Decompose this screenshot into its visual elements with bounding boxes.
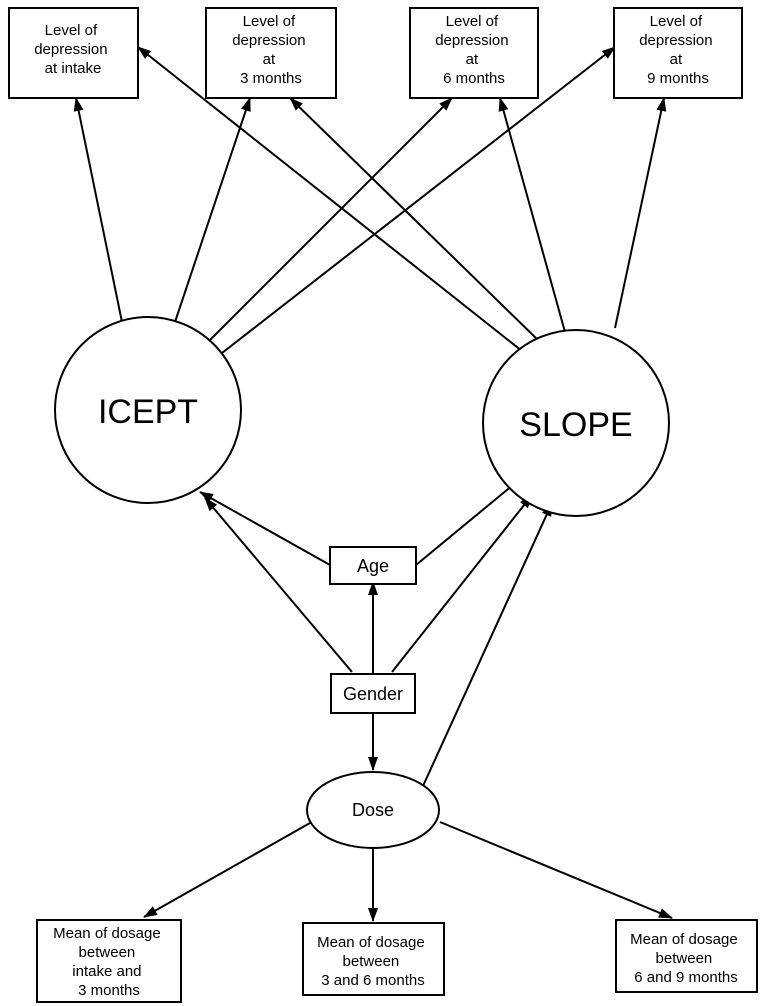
node-age-label: Age bbox=[357, 556, 389, 576]
node-level-6m: Level of depression at 6 months bbox=[409, 7, 539, 99]
node-icept-label: ICEPT bbox=[98, 393, 198, 431]
svg-text:Mean of dosage between: Mean of dosage between intake and 3 mont… bbox=[53, 925, 165, 999]
node-dosage-0-3-line-1: Mean of dosage bbox=[53, 925, 161, 942]
svg-text:Mean of dosage between: Mean of dosage between 3 and 6 months bbox=[317, 934, 429, 989]
node-dosage-3-6-line-1: Mean of dosage bbox=[317, 934, 425, 951]
edge-gender-slope bbox=[391, 494, 533, 673]
node-level-3m: Level of depression at 3 months bbox=[205, 7, 337, 99]
svg-text:Mean of dosage between: Mean of dosage between 6 and 9 months bbox=[630, 931, 742, 986]
node-dosage-6-9-line-2: between bbox=[656, 950, 713, 967]
node-level-9m: Level of depression at 9 months bbox=[613, 7, 743, 99]
node-level-3m-line-2: depression bbox=[232, 32, 305, 49]
svg-text:Level of depression: Level of depression at 3 months bbox=[232, 13, 310, 87]
node-level-6m-line-2: depression bbox=[435, 32, 508, 49]
edge-slope-level-3m bbox=[289, 97, 541, 343]
node-dosage-3-6-line-3: 3 and 6 months bbox=[321, 972, 424, 989]
node-level-intake: Level of depression at intake bbox=[8, 7, 139, 99]
edge-icept-level-6m bbox=[209, 97, 453, 341]
node-gender: Gender bbox=[330, 673, 416, 714]
node-level-9m-line-4: 9 months bbox=[647, 70, 709, 87]
node-dosage-0-3-line-4: 3 months bbox=[78, 982, 140, 999]
edge-dose-dosage-6-9 bbox=[439, 821, 673, 919]
edge-age-slope bbox=[415, 479, 520, 566]
edge-slope-level-9m bbox=[614, 97, 667, 329]
node-level-intake-line-1: Level of bbox=[45, 22, 98, 39]
node-slope-label: SLOPE bbox=[519, 406, 632, 444]
node-dosage-6-9-line-1: Mean of dosage bbox=[630, 931, 738, 948]
node-dosage-0-3-line-3: intake and bbox=[72, 963, 141, 980]
node-dosage-3-6: Mean of dosage between 3 and 6 months bbox=[302, 922, 445, 996]
node-age: Age bbox=[329, 546, 417, 585]
svg-text:Level of depression: Level of depression at 9 months bbox=[639, 13, 717, 87]
node-slope: SLOPE bbox=[482, 329, 670, 517]
node-level-intake-line-2: depression bbox=[34, 41, 107, 58]
node-icept: ICEPT bbox=[54, 316, 242, 504]
edge-icept-level-3m bbox=[174, 97, 251, 323]
edge-slope-level-intake bbox=[137, 46, 528, 356]
node-level-9m-line-1: Level of bbox=[650, 13, 703, 30]
svg-text:Level of depression: Level of depression at intake bbox=[34, 22, 112, 77]
node-dosage-3-6-line-2: between bbox=[343, 953, 400, 970]
node-level-3m-line-3: at bbox=[263, 51, 276, 68]
node-dosage-6-9-line-3: 6 and 9 months bbox=[634, 969, 737, 986]
node-level-9m-line-3: at bbox=[670, 51, 683, 68]
node-gender-label: Gender bbox=[343, 684, 403, 704]
node-dosage-0-3: Mean of dosage between intake and 3 mont… bbox=[36, 919, 182, 1003]
edge-age-icept bbox=[199, 491, 331, 566]
edge-slope-level-6m bbox=[498, 97, 566, 333]
node-level-intake-line-3: at intake bbox=[45, 60, 102, 77]
edges-layer bbox=[73, 46, 673, 922]
node-level-6m-line-1: Level of bbox=[446, 13, 499, 30]
nodes-layer: Level of depression at intake Level of d… bbox=[8, 7, 758, 1003]
edge-dose-dosage-0-3 bbox=[143, 822, 311, 918]
edge-icept-level-intake bbox=[73, 97, 123, 323]
node-dosage-0-3-line-2: between bbox=[79, 944, 136, 961]
node-level-9m-line-2: depression bbox=[639, 32, 712, 49]
node-dose: Dose bbox=[306, 771, 440, 849]
node-level-6m-line-4: 6 months bbox=[443, 70, 505, 87]
edge-dose-slope bbox=[422, 502, 553, 787]
node-level-3m-line-4: 3 months bbox=[240, 70, 302, 87]
node-dose-label: Dose bbox=[352, 800, 394, 820]
node-level-3m-line-1: Level of bbox=[243, 13, 296, 30]
svg-text:Level of depression: Level of depression at 6 months bbox=[435, 13, 513, 87]
edge-icept-level-9m bbox=[221, 46, 616, 354]
node-level-6m-line-3: at bbox=[466, 51, 479, 68]
node-dosage-6-9: Mean of dosage between 6 and 9 months bbox=[615, 919, 758, 993]
edge-gender-icept bbox=[204, 497, 353, 673]
